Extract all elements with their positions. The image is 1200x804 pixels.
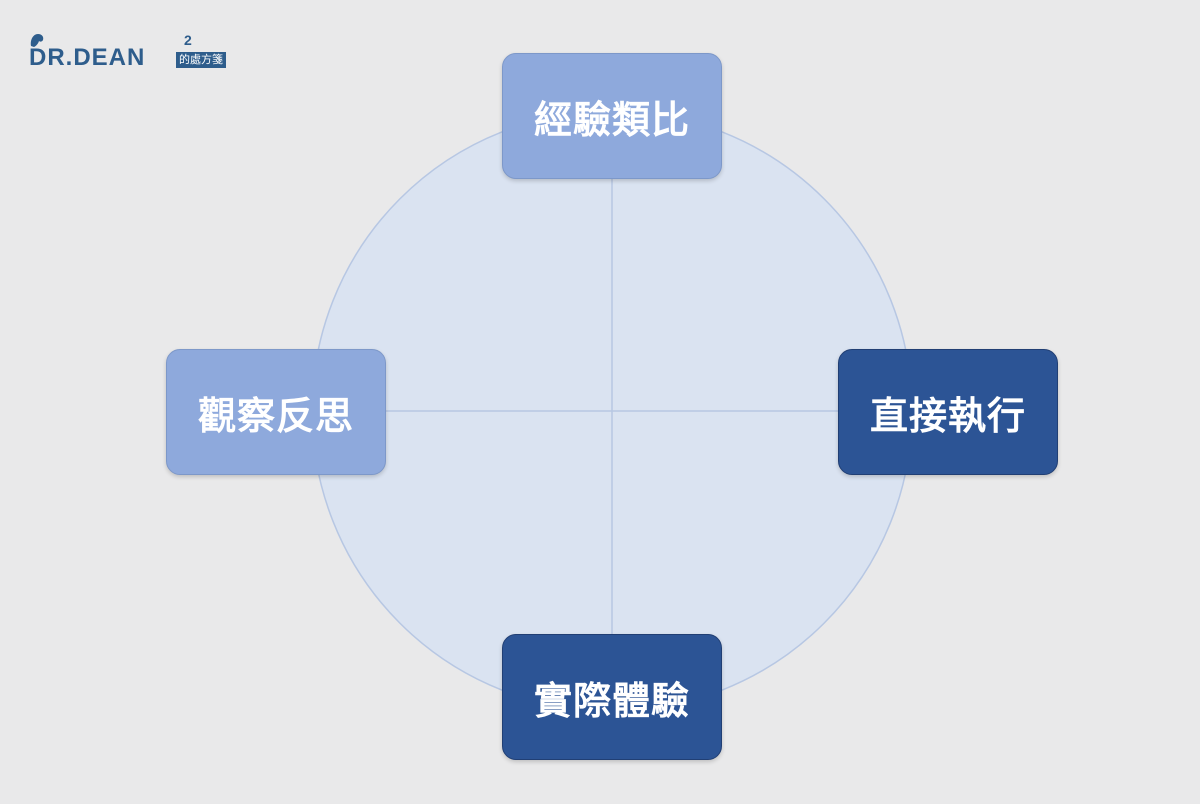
logo-superscript: 2 — [184, 32, 192, 48]
node-experience-label: 實際體驗 — [533, 677, 690, 723]
person-head-icon — [30, 34, 44, 47]
node-reflection: 觀察反思 — [166, 349, 386, 475]
node-execution-label: 直接執行 — [869, 392, 1026, 438]
node-experience: 實際體驗 — [502, 634, 722, 760]
node-reflection-label: 觀察反思 — [197, 392, 354, 438]
node-execution: 直接執行 — [838, 349, 1058, 475]
node-analogy-label: 經驗類比 — [533, 96, 690, 142]
logo: DR.DEAN 2 的處方箋 — [26, 32, 256, 80]
node-analogy: 經驗類比 — [502, 53, 722, 179]
logo-text: DR.DEAN — [29, 44, 146, 71]
logo-badge: 的處方箋 — [176, 52, 226, 68]
